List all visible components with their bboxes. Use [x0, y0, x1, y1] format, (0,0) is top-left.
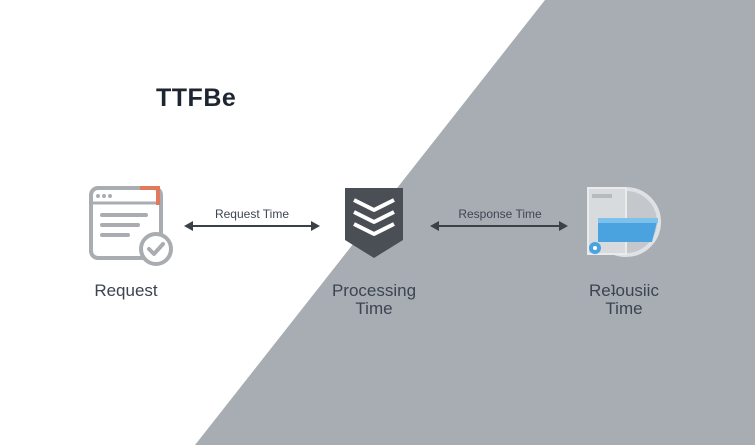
diagram-title: TTFBe: [156, 84, 237, 112]
server-response-icon: [587, 187, 661, 257]
response-node-label: Reʇousiic Time: [589, 281, 659, 318]
shield-chevrons-icon: [345, 188, 403, 258]
request-time-arrow: [184, 221, 320, 231]
response-time-label: Response Time: [458, 207, 542, 221]
request-time-label: Request Time: [214, 207, 290, 221]
browser-check-icon: [89, 186, 173, 266]
processing-node-label: Processing Time: [331, 281, 417, 318]
request-node-label: Request: [94, 281, 158, 300]
response-time-arrow: [430, 221, 568, 231]
